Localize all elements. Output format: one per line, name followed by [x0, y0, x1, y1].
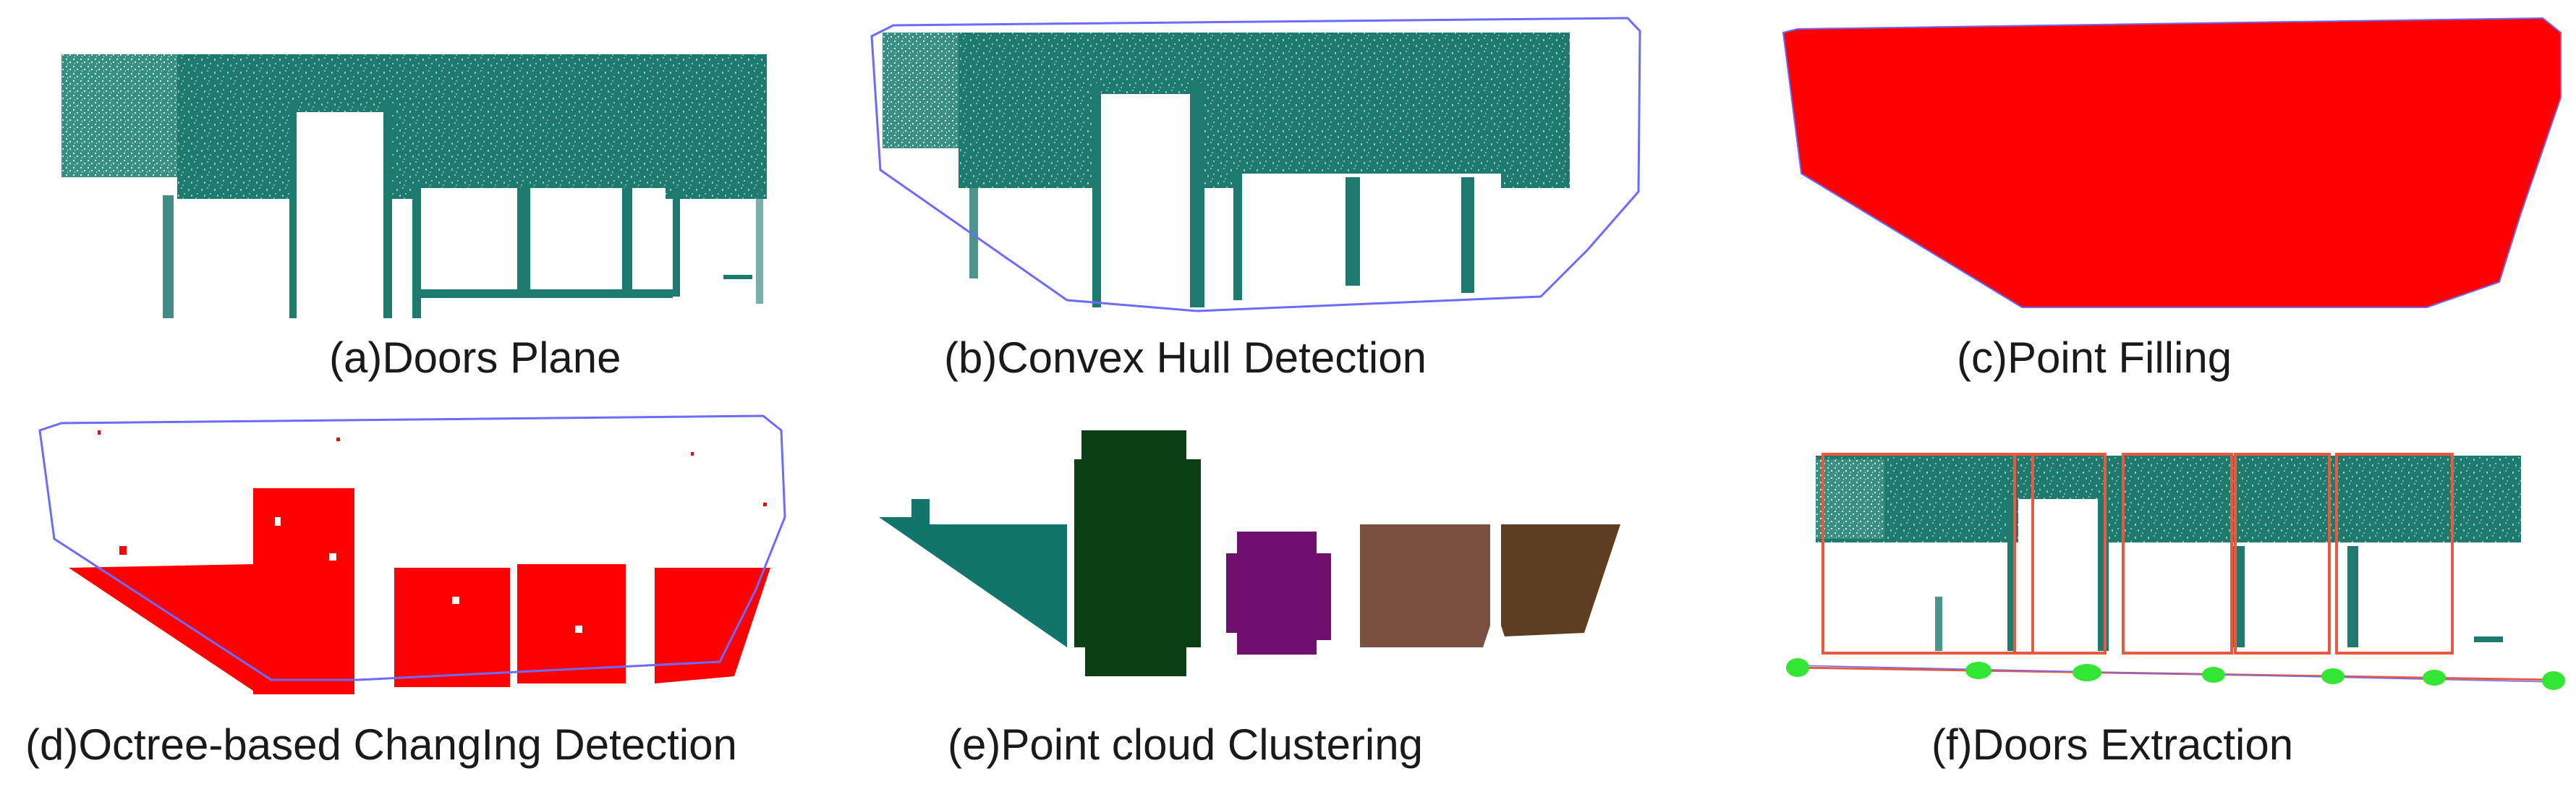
panel-point-filling: (c)Point Filling [1776, 11, 2572, 380]
caption-octree-detection: (d)Octree-based ChangIng Detection [25, 720, 737, 769]
convex-hull-outline [870, 17, 1641, 312]
node-3 [2073, 664, 2101, 681]
panel-clustering: (e)Point cloud Clustering [868, 416, 1664, 767]
caption-doors-extraction: (f)Doors Extraction [1931, 720, 2294, 769]
cluster-1 [879, 499, 1067, 647]
node-1 [1786, 658, 1809, 677]
node-6 [2423, 670, 2446, 686]
door-box-3 [2122, 453, 2233, 655]
panel-convex-hull: (b)Convex Hull Detection [864, 11, 1660, 380]
doors-extraction-result [1786, 453, 2565, 690]
cluster-5 [1501, 524, 1620, 636]
clustering-result [879, 430, 1620, 676]
node-2 [1965, 662, 1991, 679]
door-box-1 [1822, 453, 2034, 655]
panel-doors-plane: (a)Doors Plane [43, 43, 803, 380]
convex-hull-point-cloud [870, 17, 1641, 322]
node-4 [2202, 667, 2225, 683]
door-box-5 [2335, 453, 2454, 655]
caption-convex-hull: (b)Convex Hull Detection [944, 333, 1427, 382]
cluster-4 [1360, 524, 1490, 647]
door-box-4 [2234, 453, 2331, 655]
caption-point-filling: (c)Point Filling [1957, 333, 2232, 382]
caption-clustering: (e)Point cloud Clustering [948, 720, 1423, 769]
node-7 [2542, 671, 2565, 690]
panel-doors-extraction: (f)Doors Extraction [1769, 430, 2572, 767]
cluster-2 [1074, 430, 1201, 676]
node-5 [2321, 668, 2345, 684]
doors-plane-point-cloud [61, 54, 767, 318]
panel-octree-detection: (d)Octree-based ChangIng Detection [25, 409, 821, 767]
point-filling-region [1782, 17, 2562, 308]
octree-change-map [38, 414, 786, 694]
cluster-3 [1226, 532, 1331, 655]
caption-doors-plane: (a)Doors Plane [329, 333, 621, 382]
octree-hull-outline [38, 414, 786, 681]
door-box-2 [2013, 453, 2107, 655]
